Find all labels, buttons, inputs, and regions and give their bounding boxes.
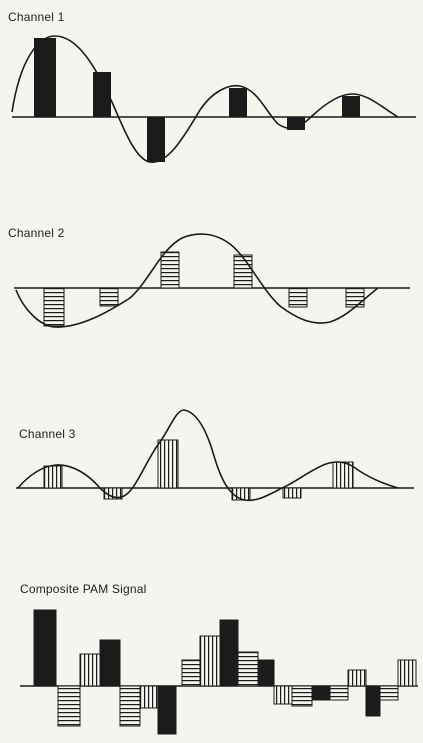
sample-2-2	[99, 287, 119, 307]
channel-2-envelope	[15, 233, 379, 328]
sample-2-5	[288, 287, 308, 308]
comp-6	[139, 685, 159, 709]
sample-1-6	[342, 96, 360, 117]
composite-samples	[33, 609, 417, 735]
sample-2-3	[160, 251, 180, 289]
channel-1-waveform	[11, 35, 416, 163]
sample-1-3	[147, 117, 165, 162]
comp-9	[199, 635, 221, 687]
composite-pam-label: Composite PAM Signal	[20, 582, 147, 596]
comp-2	[57, 685, 81, 727]
channel-3-samples	[43, 439, 354, 501]
comp-11	[237, 651, 259, 687]
comp-20	[397, 659, 417, 687]
comp-14	[291, 685, 313, 707]
sample-3-3	[157, 439, 179, 489]
channel-3-envelope	[17, 409, 399, 502]
channel-3-waveform	[16, 409, 414, 502]
comp-17	[347, 669, 367, 687]
comp-7	[157, 685, 177, 735]
channel-1-label: Channel 1	[8, 10, 65, 24]
channel-1-samples	[34, 38, 360, 162]
comp-12	[257, 659, 275, 687]
sample-2-6	[345, 287, 365, 308]
comp-13	[273, 685, 293, 705]
sample-2-1	[43, 287, 65, 327]
sample-1-5	[287, 117, 305, 130]
comp-8	[181, 659, 201, 687]
channel-2-samples	[43, 251, 365, 327]
comp-3	[79, 653, 101, 687]
sample-2-4	[233, 254, 253, 289]
sample-1-4	[229, 88, 247, 117]
comp-16	[329, 685, 349, 701]
composite-pam-waveform	[20, 609, 418, 735]
comp-4	[99, 639, 121, 687]
channel-2-label: Channel 2	[8, 226, 65, 240]
sample-3-1	[43, 465, 63, 489]
comp-15	[311, 685, 331, 701]
comp-10	[219, 619, 239, 687]
comp-5	[119, 685, 141, 727]
channel-1-envelope	[11, 35, 399, 163]
sample-3-2	[103, 487, 123, 500]
comp-19	[379, 685, 399, 701]
channel-2-waveform	[14, 233, 410, 328]
sample-1-1	[34, 38, 56, 117]
sample-1-2	[93, 72, 111, 117]
channel-3-label: Channel 3	[19, 427, 76, 441]
comp-1	[33, 609, 57, 687]
comp-18	[365, 685, 381, 717]
sample-3-6	[332, 461, 354, 489]
sample-3-5	[282, 487, 302, 499]
